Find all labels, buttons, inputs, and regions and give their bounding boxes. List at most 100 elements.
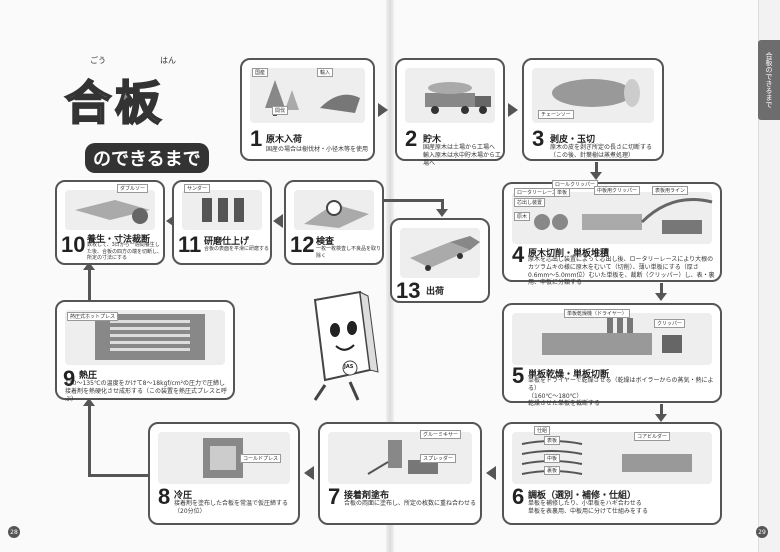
step-13-box: 13 出荷 bbox=[390, 218, 490, 303]
label-face: 表板 bbox=[544, 436, 561, 445]
step-5-desc: 単板をドライヤーで乾燥させる（乾燥はボイラーからの蒸気・熱による） （160℃〜… bbox=[528, 377, 714, 408]
label-hot-press: 熱圧式ホットプレス bbox=[67, 312, 119, 321]
step-13-number: 13 bbox=[396, 278, 421, 303]
label-core-builder: コアビルダー bbox=[634, 432, 671, 441]
step-2-desc: 国産原木は土場から工場へ 輸入原木は水中貯木場から工場へ bbox=[423, 144, 502, 167]
sander-illustration bbox=[182, 190, 262, 230]
step-7-desc: 合板の両面に塗布し、所定の枚数に重ね合わせる bbox=[344, 500, 477, 507]
step-1-number: 1 bbox=[250, 126, 263, 151]
step-8-desc: 接着剤を塗布した合板を常温で仮圧締する（20分位） bbox=[174, 500, 289, 515]
step-13-title: 出荷 bbox=[426, 287, 445, 297]
spreader-icon bbox=[367, 440, 438, 475]
step-12-box: 12 検査 一枚一枚検査し不良品を取り除く bbox=[284, 180, 384, 265]
step-5-box: 単板乾燥機（ドライヤー） クリッパー 5 単板乾燥・単板切断 単板をドライヤーで… bbox=[502, 303, 722, 407]
ruby-right: はん bbox=[160, 56, 176, 65]
step-1-title: 原木入荷 bbox=[266, 135, 303, 145]
step-4-title: 原木切削・単板堆積 bbox=[528, 249, 610, 259]
arrow-down-line bbox=[660, 283, 663, 295]
ruby-left: ごう bbox=[90, 56, 106, 65]
label-chainsaw: チェーンソー bbox=[538, 110, 574, 119]
arrow-left-icon bbox=[304, 466, 314, 480]
arrow-down-icon bbox=[590, 172, 602, 180]
arrow-line bbox=[90, 474, 148, 477]
label-domestic: 国産 bbox=[252, 68, 269, 77]
subtitle: のできるまで bbox=[85, 143, 209, 173]
arrow-line bbox=[384, 199, 444, 202]
step-1-desc: 国産の場合は樹伐材・小径木等を使用 bbox=[266, 146, 369, 153]
label-import: 輸入 bbox=[317, 68, 334, 77]
arrow-right-icon bbox=[378, 103, 388, 117]
log-icon bbox=[552, 79, 640, 107]
step-6-number: 6 bbox=[512, 484, 525, 509]
step-2-box: 2 貯木 国産原木は土場から工場へ 輸入原木は水中貯木場から工場へ bbox=[395, 58, 505, 167]
step-11-desc: 合板の表面を平滑に研磨する bbox=[204, 246, 270, 252]
label-roll-clipper: ロールクリッパー bbox=[552, 180, 599, 189]
arrow-down-line bbox=[595, 162, 598, 174]
jas-badge: JAS bbox=[344, 364, 354, 370]
step-5-title: 単板乾燥・単板切断 bbox=[528, 370, 610, 380]
step-8-number: 8 bbox=[158, 484, 171, 509]
main-title: 合板 bbox=[64, 75, 165, 131]
step-9-number: 9 bbox=[63, 366, 76, 391]
step-6-title: 調板（選別・補修・仕組） bbox=[528, 491, 637, 501]
side-tab[interactable]: 合板のできるまで bbox=[758, 40, 780, 120]
label-core-clipper: 中板用クリッパー bbox=[594, 186, 641, 195]
step-5-number: 5 bbox=[512, 363, 525, 388]
label-spreader: スプレッダー bbox=[420, 454, 457, 463]
step-10-desc: 数枚して、3日から一週間養生した後、合板の四方の端を切断し、所定の寸法にする bbox=[87, 242, 163, 261]
step-3-desc: 原木の皮を剥ぎ所定の長さに切断する （この後、針葉樹は蒸煮処理） bbox=[550, 144, 653, 159]
arrow-up-icon bbox=[83, 398, 95, 406]
arrow-down-icon bbox=[655, 293, 667, 301]
step-2-number: 2 bbox=[405, 126, 418, 151]
step-8-title: 冷圧 bbox=[174, 491, 193, 501]
label-assembly: 仕組 bbox=[534, 426, 551, 435]
step-12-number: 12 bbox=[290, 232, 315, 257]
label-glue-mixer: グルーミキサー bbox=[420, 430, 462, 439]
label-clipper: クリッパー bbox=[654, 319, 686, 328]
title-block: ごう はん 合板 のできるまで bbox=[55, 55, 225, 175]
step-3-box: チェーンソー 3 剥皮・玉切 原木の皮を剥ぎ所定の長さに切断する （この後、針葉… bbox=[522, 58, 664, 161]
core-builder-illustration bbox=[512, 432, 712, 484]
step-10-title: 養生・寸法裁断 bbox=[87, 235, 151, 245]
label-back: 裏板 bbox=[544, 466, 561, 475]
arrow-down-line bbox=[660, 404, 663, 416]
step-3-title: 剥皮・玉切 bbox=[550, 135, 596, 145]
shipping-illustration bbox=[400, 228, 480, 278]
side-strip bbox=[758, 0, 780, 552]
truck-icon bbox=[425, 82, 491, 114]
step-11-number: 11 bbox=[178, 232, 202, 257]
press-icon bbox=[203, 438, 243, 478]
arrow-left-icon bbox=[486, 466, 496, 480]
step-12-desc: 一枚一枚検査し不良品を取り除く bbox=[316, 246, 382, 259]
step-7-number: 7 bbox=[328, 484, 341, 509]
step-7-box: グルーミキサー スプレッダー 7 接着剤塗布 合板の両面に塗布し、所定の枚数に重… bbox=[318, 422, 482, 525]
label-veneer: 単板 bbox=[554, 188, 571, 197]
step-3-number: 3 bbox=[532, 126, 545, 151]
logs-illustration bbox=[250, 68, 365, 123]
step-8-box: コールドプレス 8 冷圧 接着剤を塗布した合板を常温で仮圧締する（20分位） bbox=[148, 422, 300, 525]
peeling-line-illustration bbox=[512, 192, 713, 244]
step-7-title: 接着剤塗布 bbox=[344, 491, 390, 501]
label-cold-press: コールドプレス bbox=[240, 454, 282, 463]
label-face-line: 表板用ライン bbox=[652, 186, 689, 195]
step-9-desc: 110〜135℃の温度をかけて8〜18kgf/cm²の圧力で圧締し接着剤を熱硬化… bbox=[65, 380, 228, 403]
label-sander: サンダー bbox=[184, 184, 211, 193]
arrow-right-icon bbox=[508, 103, 518, 117]
step-1-box: 国産 輸入 間伐 1 原木入荷 国産の場合は樹伐材・小径木等を使用 bbox=[240, 58, 375, 161]
truck-logs-illustration bbox=[405, 68, 495, 123]
magnifier-icon bbox=[304, 200, 369, 228]
label-dryer: 単板乾燥機（ドライヤー） bbox=[564, 309, 630, 318]
step-2-title: 貯木 bbox=[423, 135, 442, 145]
page-number-right: 29 bbox=[756, 526, 768, 538]
step-10-box: ダブルソー 10 養生・寸法裁断 数枚して、3日から一週間養生した後、合板の四方… bbox=[55, 180, 165, 265]
saw-icon bbox=[75, 200, 150, 224]
veneer-sheets-icon bbox=[521, 440, 692, 475]
cold-press-illustration bbox=[158, 432, 290, 484]
label-rotary-lathe: ロータリーレース bbox=[514, 188, 560, 197]
step-11-box: サンダー 11 研磨仕上げ 合板の表面を平滑に研磨する bbox=[172, 180, 272, 265]
step-4-number: 4 bbox=[512, 242, 525, 267]
sander-icon bbox=[202, 198, 244, 222]
plywood-mascot: JAS bbox=[300, 290, 385, 405]
label-centering: 芯出し装置 bbox=[514, 198, 546, 207]
